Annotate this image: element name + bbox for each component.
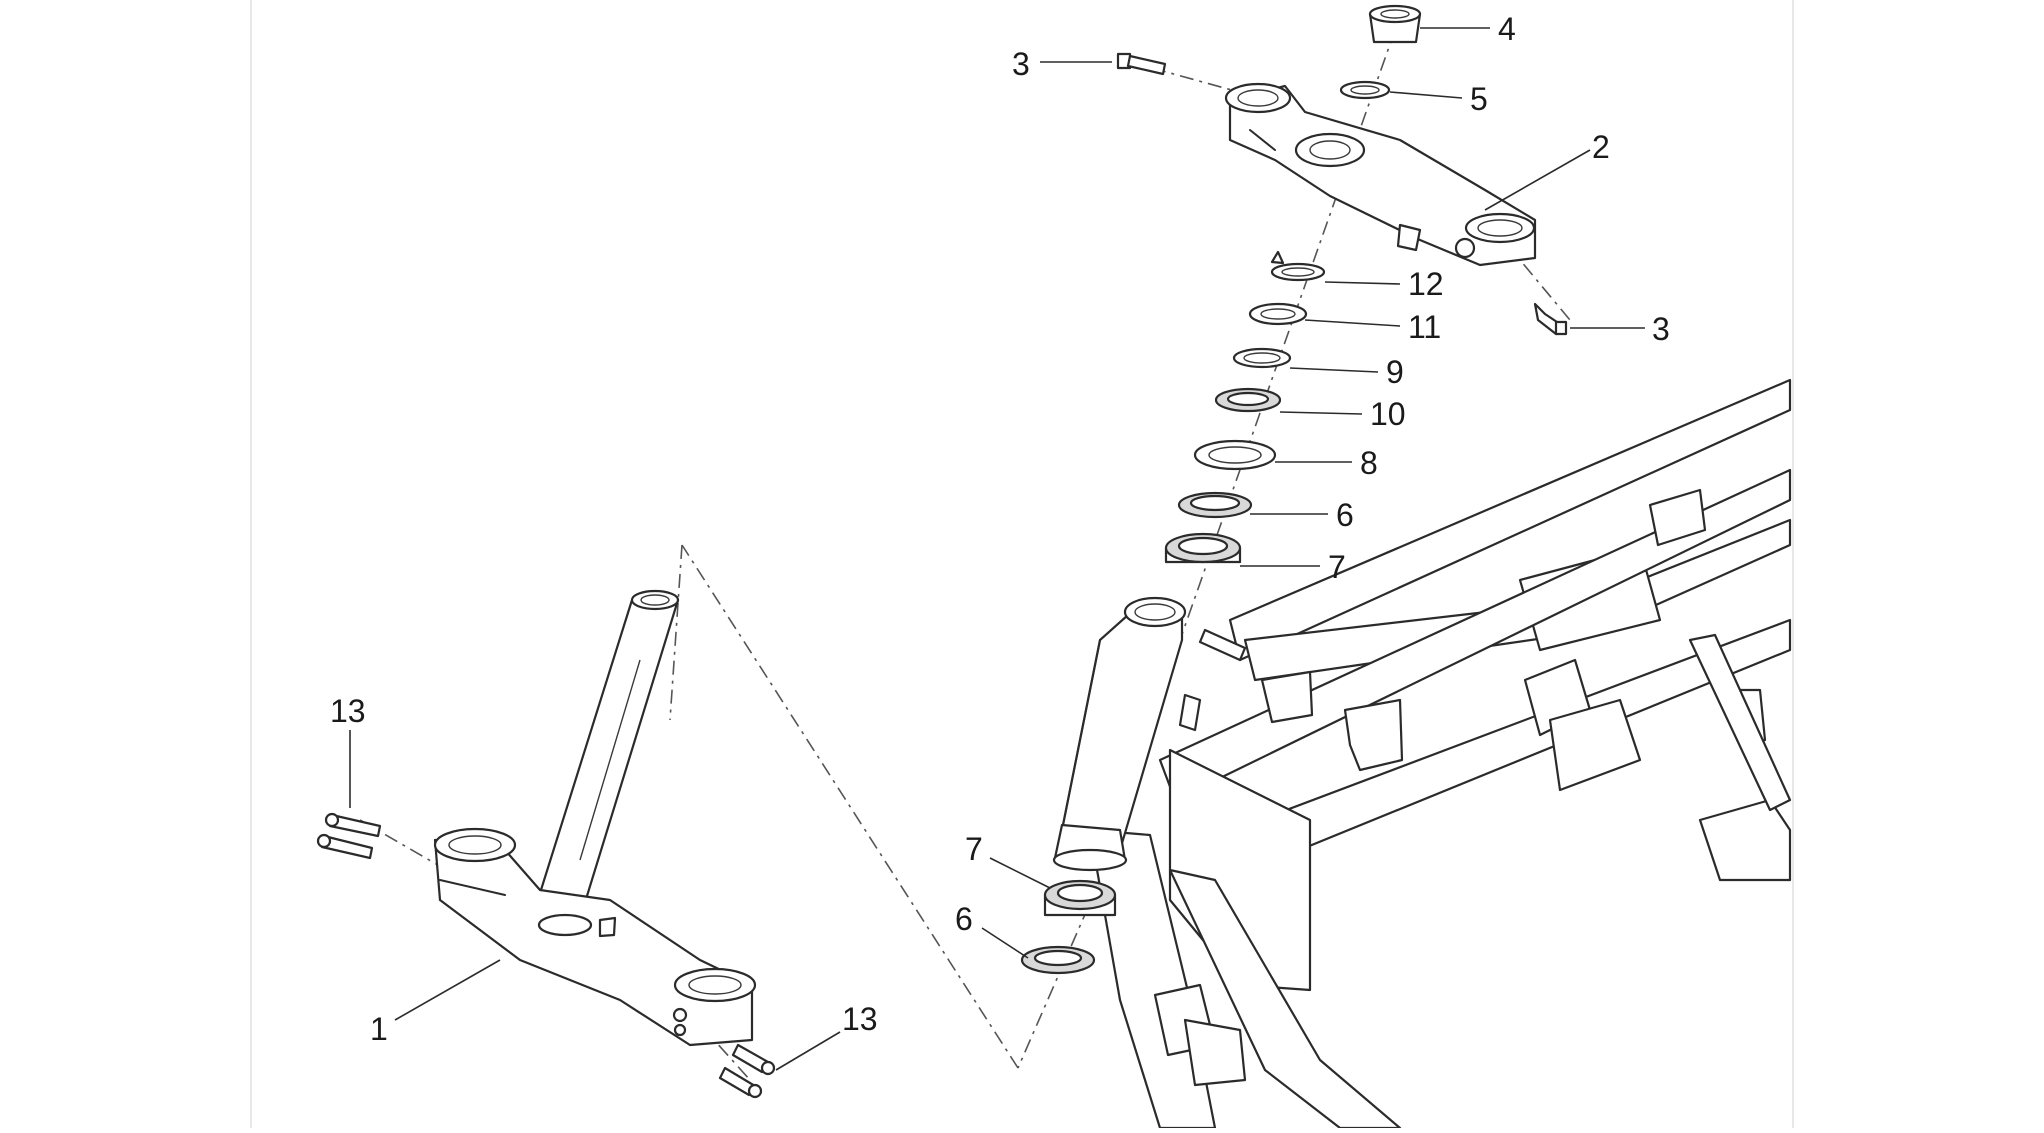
callout-9: 9	[1386, 354, 1404, 390]
callout-7-top: 7	[1328, 549, 1346, 585]
dust-cover	[1193, 439, 1277, 471]
callout-8: 8	[1360, 445, 1378, 481]
callout-11: 11	[1408, 309, 1441, 345]
lower-triple-clamp-with-stem	[433, 589, 757, 1047]
callout-10: 10	[1370, 396, 1406, 432]
callout-1: 1	[370, 1011, 388, 1047]
clamp-bolt-right	[1533, 302, 1568, 336]
callout-6-top: 6	[1336, 497, 1354, 533]
spacer-washer	[1232, 347, 1292, 369]
callout-2: 2	[1592, 129, 1610, 165]
lower-clamp-bolts-right	[718, 1043, 776, 1099]
cap-nut	[1368, 4, 1422, 44]
callout-5: 5	[1470, 81, 1488, 117]
washer	[1339, 80, 1391, 100]
lower-clamp-bolts-left	[316, 812, 382, 860]
callout-3-top: 3	[1012, 46, 1030, 82]
callout-numbers: 4 5 3 2 12 11 3 9 10 8 6 7 13 1 13 7 6	[330, 11, 1670, 1047]
callout-6-bottom: 6	[955, 901, 973, 937]
callout-4: 4	[1498, 11, 1516, 47]
callout-13-top: 13	[330, 693, 366, 729]
clamp-bolt-top	[1116, 52, 1167, 76]
head-tube-top-ring	[1123, 596, 1187, 628]
ring-nut	[1248, 302, 1308, 326]
upper-triple-clamp	[1224, 82, 1537, 267]
callout-3-right: 3	[1652, 311, 1670, 347]
callout-13-bottom: 13	[842, 1001, 878, 1037]
callout-7-bottom: 7	[965, 831, 983, 867]
lock-washer	[1270, 262, 1326, 282]
motorcycle-frame	[1052, 378, 1792, 1130]
callout-12: 12	[1408, 266, 1444, 302]
steering-stem-parts-stack	[1020, 4, 1422, 975]
callout-leader-lines	[349, 27, 1645, 1071]
